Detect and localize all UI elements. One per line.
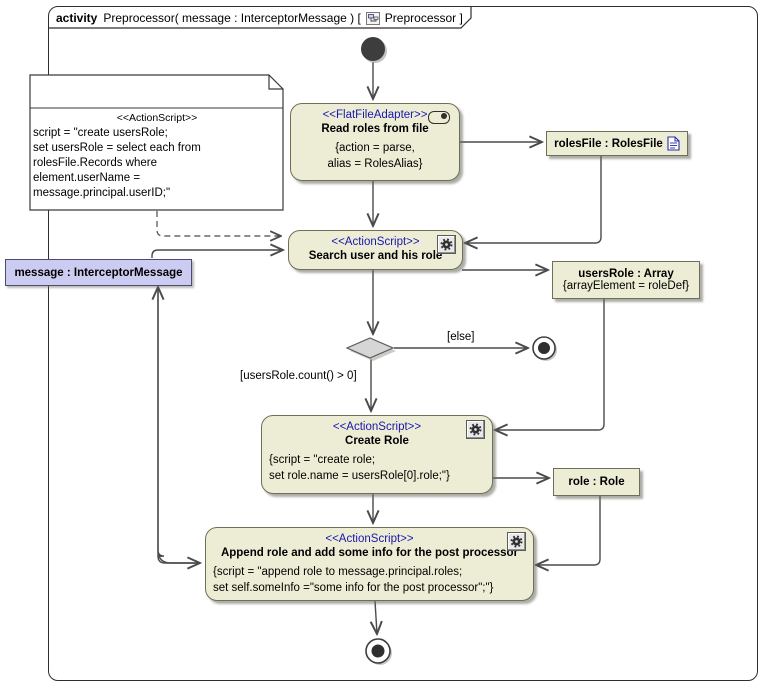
stereotype-label: <<ActionScript>>	[325, 533, 414, 545]
frame-title: activity Preprocessor( message : Interce…	[56, 9, 463, 27]
activity-frame	[48, 6, 758, 681]
flow-append-to-final	[375, 600, 377, 634]
object-role[interactable]: role : Role	[553, 468, 640, 496]
object-usersrole[interactable]: usersRole : Array {arrayElement = roleDe…	[552, 261, 700, 299]
action-append-role[interactable]: <<ActionScript>> Append role and add som…	[205, 527, 534, 601]
decision-node	[345, 337, 396, 361]
object-label: rolesFile : RolesFile	[554, 137, 663, 150]
adapter-toggle-icon	[428, 111, 450, 124]
frame-keyword: activity	[56, 11, 98, 25]
flow-usersrole-to-create	[495, 298, 605, 430]
action-properties: {script = "append role to message.princi…	[206, 564, 533, 596]
final-node-else	[532, 336, 557, 361]
action-read-roles-from-file[interactable]: <<FlatFileAdapter>> Read roles from file…	[290, 103, 460, 181]
note-line: set usersRole = select each from	[33, 142, 201, 154]
note-anchor-line	[156, 211, 281, 236]
gear-icon	[507, 532, 526, 551]
guard-usersrole-count: [usersRole.count() > 0]	[240, 370, 357, 382]
object-label: usersRole : Array	[578, 268, 674, 280]
frame-title-text: Preprocessor( message : InterceptorMessa…	[103, 11, 361, 25]
flow-append-message-loop	[157, 287, 200, 564]
property-line: alias = RolesAlias}	[327, 158, 423, 170]
frame-title-pentagon	[49, 7, 472, 29]
object-message-parameter[interactable]: message : InterceptorMessage	[5, 259, 192, 286]
flow-rolesfile-to-search	[465, 155, 602, 243]
note-line: element.userName =	[33, 172, 141, 184]
gear-icon	[437, 235, 456, 254]
note-stereotype: <<ActionScript>>	[116, 112, 198, 124]
frame-diagram-name: Preprocessor ]	[384, 11, 463, 25]
property-line: {script = "append role to message.princi…	[213, 566, 463, 578]
note-actionscript[interactable]: <<ActionScript>> script = "create usersR…	[33, 111, 281, 201]
action-create-role[interactable]: <<ActionScript>> Create Role {script = "…	[261, 415, 493, 494]
object-properties: {arrayElement = roleDef}	[562, 280, 690, 292]
document-icon	[667, 136, 680, 151]
action-name: Append role and add some info for the po…	[220, 547, 519, 559]
stereotype-label: <<FlatFileAdapter>>	[322, 109, 428, 121]
action-search-user-role[interactable]: <<ActionScript>> Search user and his rol…	[288, 230, 463, 270]
property-line: set self.someInfo ="some info for the po…	[213, 582, 494, 594]
guard-else: [else]	[447, 331, 475, 343]
note-line: rolesFile.Records where	[33, 157, 157, 169]
note-line: script = "create usersRole;	[33, 127, 168, 139]
property-line: {script = "create role;	[269, 454, 376, 466]
final-node-bottom	[365, 638, 392, 665]
action-name: Read roles from file	[321, 123, 429, 135]
note-line: message.principal.userID;"	[33, 187, 171, 199]
note-shape	[29, 74, 284, 211]
activity-diagram-icon	[365, 11, 380, 25]
object-rolesfile[interactable]: rolesFile : RolesFile	[546, 131, 688, 156]
object-label: message : InterceptorMessage	[14, 266, 183, 279]
gear-icon	[466, 420, 485, 439]
action-name: Search user and his role	[308, 250, 443, 262]
action-name: Create Role	[345, 435, 409, 447]
flow-role-to-append	[536, 495, 601, 565]
initial-node	[361, 37, 387, 63]
action-properties: {script = "create role; set role.name = …	[262, 452, 492, 484]
action-properties: {action = parse, alias = RolesAlias}	[291, 140, 459, 172]
stereotype-label: <<ActionScript>>	[331, 236, 420, 248]
flow-message-to-search	[151, 250, 283, 258]
flow-message-append-loop	[158, 287, 200, 563]
property-line: {action = parse,	[335, 142, 415, 154]
object-label: role : Role	[568, 476, 625, 488]
property-line: set role.name = usersRole[0].role;"}	[269, 470, 450, 482]
stereotype-label: <<ActionScript>>	[332, 421, 422, 433]
